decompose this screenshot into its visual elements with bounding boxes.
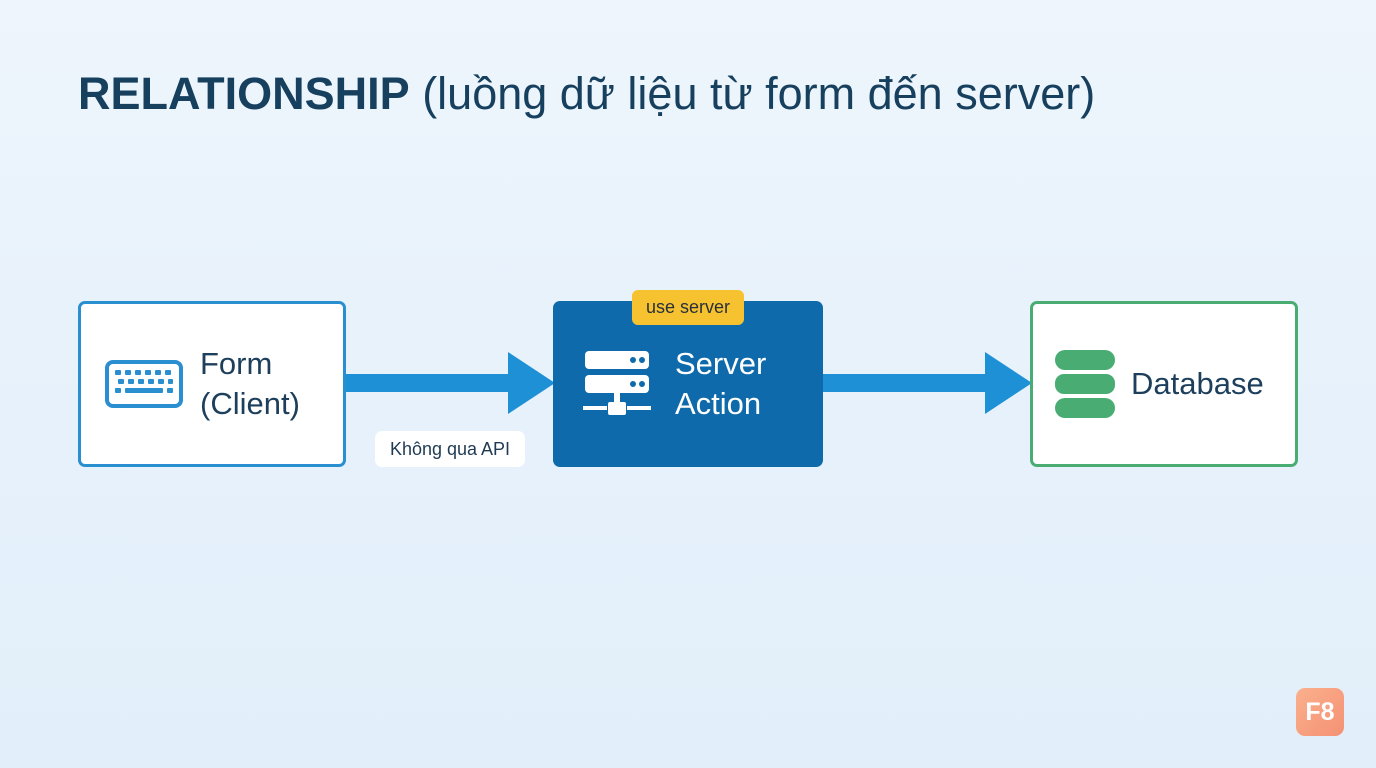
keyboard-icon <box>105 360 183 408</box>
form-client-node: Form (Client) <box>78 301 346 467</box>
form-client-label: Form (Client) <box>200 346 300 421</box>
database-icon <box>1055 350 1115 418</box>
f8-logo-badge: F8 <box>1296 688 1344 736</box>
database-node: Database <box>1030 301 1298 467</box>
arrow-form-to-server <box>344 352 555 414</box>
server-action-node: Server Action <box>553 301 823 467</box>
use-server-tag: use server <box>632 290 744 325</box>
page-title: RELATIONSHIP (luồng dữ liệu từ form đến … <box>78 64 1095 124</box>
title-strong: RELATIONSHIP <box>78 68 410 119</box>
title-subtitle: (luồng dữ liệu từ form đến server) <box>409 68 1096 119</box>
server-action-label: Server Action <box>675 346 767 421</box>
edge-label-no-api: Không qua API <box>375 431 525 467</box>
arrow-server-to-database <box>821 352 1032 414</box>
server-network-icon <box>583 351 651 417</box>
database-label: Database <box>1131 366 1264 401</box>
